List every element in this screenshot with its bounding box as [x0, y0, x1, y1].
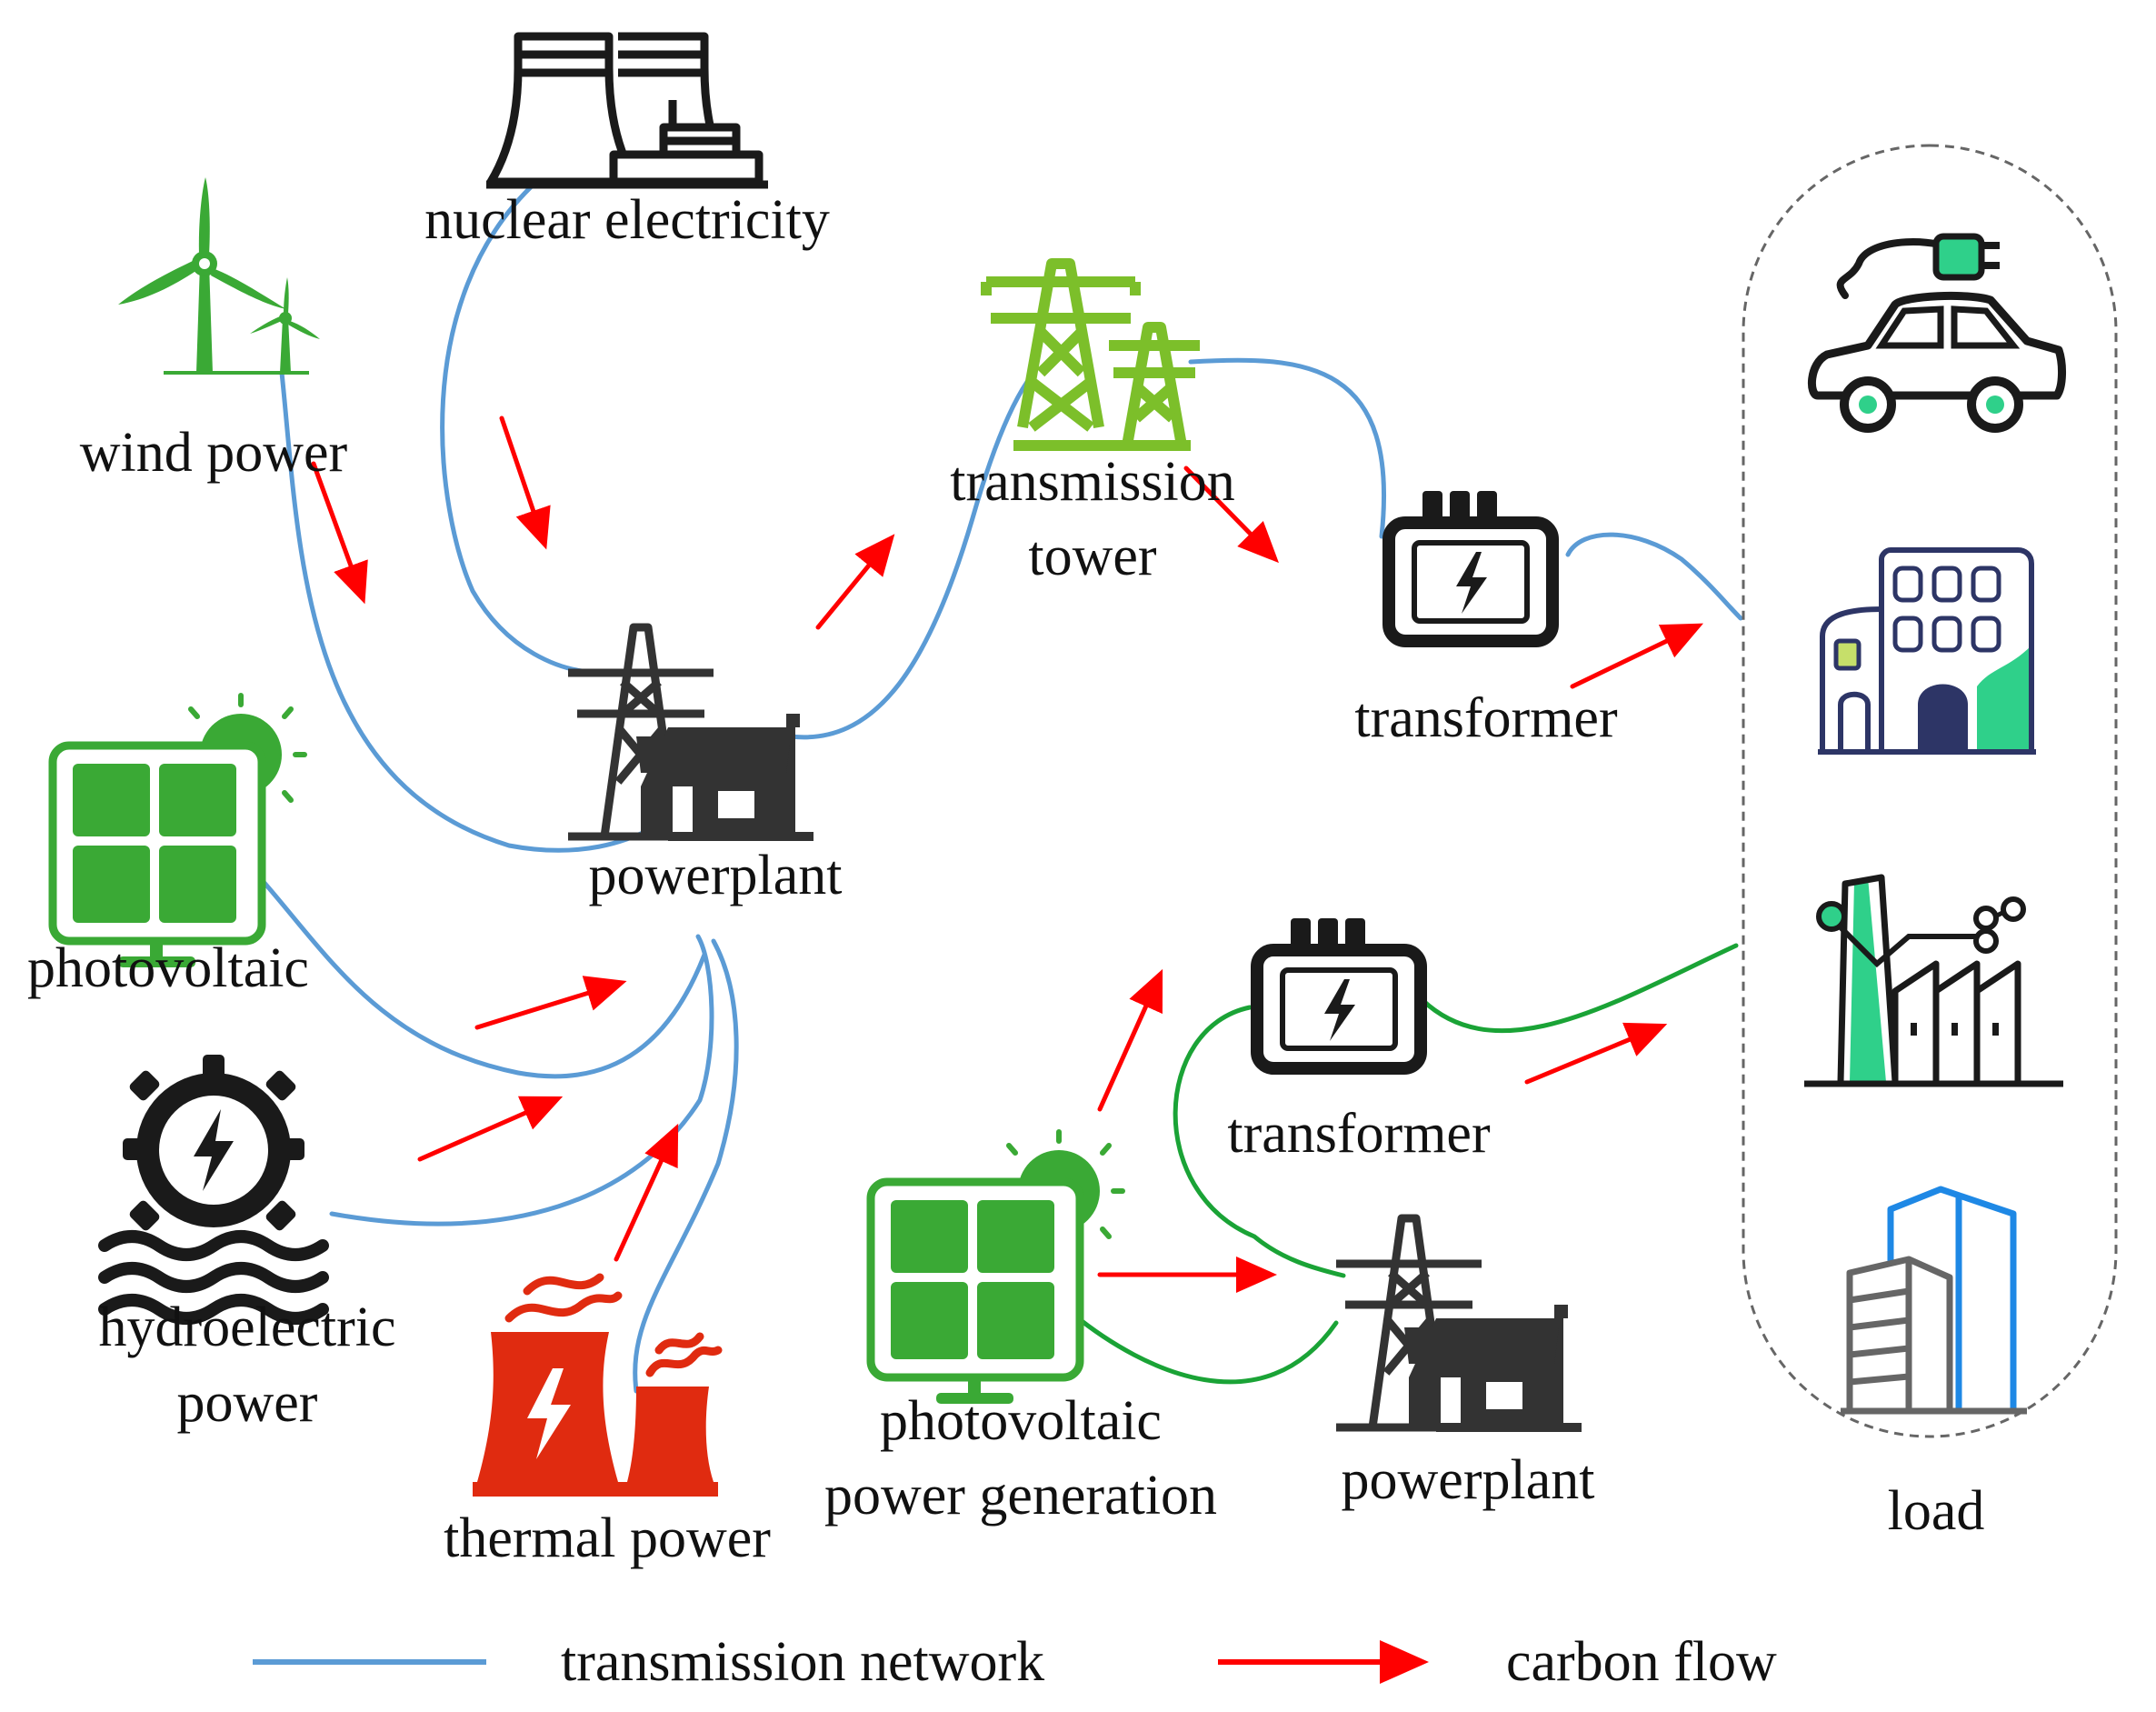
network-line-wind-powerplant — [279, 370, 657, 853]
transformer-top-label: transformer — [1354, 687, 1618, 749]
factory-icon — [1804, 874, 2063, 1087]
tower-label-line2: tower — [1028, 526, 1157, 587]
network-line-pv-powerplant — [1070, 1311, 1339, 1385]
transformer-icon-bottom — [1251, 918, 1427, 1075]
photovoltaic-label: photovoltaic — [27, 937, 309, 999]
solar-panel-icon-generation — [866, 1129, 1125, 1404]
network-line-thermal-hub — [633, 938, 739, 1394]
legend-network-label: transmission network — [561, 1631, 1044, 1693]
network-line-pv-hub — [261, 879, 707, 1079]
powerplant-top-label: powerplant — [589, 845, 843, 906]
thermal-plant-icon — [473, 1273, 723, 1497]
pv-generation-label-line2: power generation — [824, 1465, 1217, 1527]
powerplant-bottom-label: powerplant — [1342, 1449, 1595, 1511]
network-line-transformer-load — [1565, 532, 1743, 621]
hydro-label-line2: power — [177, 1372, 318, 1434]
carbon-arrow-thermal — [614, 1123, 679, 1262]
office-tower-icon — [1841, 1186, 2027, 1415]
network-line-pv-transformer — [1173, 1005, 1346, 1278]
carbon-arrow-pv-transformer — [1097, 968, 1163, 1112]
load-container — [1742, 144, 2118, 1438]
building-icon — [1818, 547, 2036, 755]
network-line-nuclear-powerplant — [440, 179, 584, 674]
network-line-hydro-hub — [329, 934, 714, 1226]
wind-label: wind power — [80, 422, 348, 484]
pv-generation-label-line1: photovoltaic — [880, 1390, 1162, 1452]
transmission-network-lines — [261, 179, 1743, 1394]
solar-panel-icon-left — [48, 693, 307, 967]
nuclear-plant-icon — [486, 32, 768, 189]
carbon-flow-arrows — [311, 415, 1704, 1293]
legend: transmission network carbon flow — [253, 1631, 1777, 1693]
transformer-bottom-label: transformer — [1227, 1103, 1491, 1165]
electric-car-icon — [1807, 233, 2066, 433]
network-line-tower-transformer — [1188, 357, 1387, 539]
carbon-arrow-tower-transformer — [1183, 466, 1279, 564]
transmission-tower-icon — [981, 258, 1200, 451]
powerplant-icon-top — [568, 623, 813, 841]
carbon-arrow-nuclear — [499, 415, 551, 550]
powerplant-icon-bottom — [1336, 1214, 1582, 1432]
water-wheel-icon — [98, 1055, 329, 1325]
nuclear-label: nuclear electricity — [424, 189, 830, 251]
wind-turbine-icon — [118, 177, 320, 375]
legend-carbon-label: carbon flow — [1506, 1631, 1777, 1693]
thermal-label: thermal power — [444, 1507, 771, 1569]
tower-label-line1: transmission — [950, 451, 1234, 513]
carbon-arrow-transformer-load-bottom — [1524, 1022, 1668, 1085]
carbon-arrow-transformer-load — [1570, 623, 1704, 689]
transformer-icon-top — [1382, 491, 1559, 647]
carbon-arrow-hydro — [417, 1096, 564, 1162]
hydro-label-line1: hydroelectric — [98, 1297, 395, 1358]
carbon-arrow-pv — [474, 976, 627, 1030]
carbon-arrow-wind — [311, 461, 368, 605]
network-line-transformer-load-green — [1420, 943, 1739, 1034]
network-line-powerplant-tower — [788, 379, 1030, 740]
load-label: load — [1888, 1480, 1985, 1542]
carbon-arrow-powerplant-tower — [815, 534, 895, 630]
